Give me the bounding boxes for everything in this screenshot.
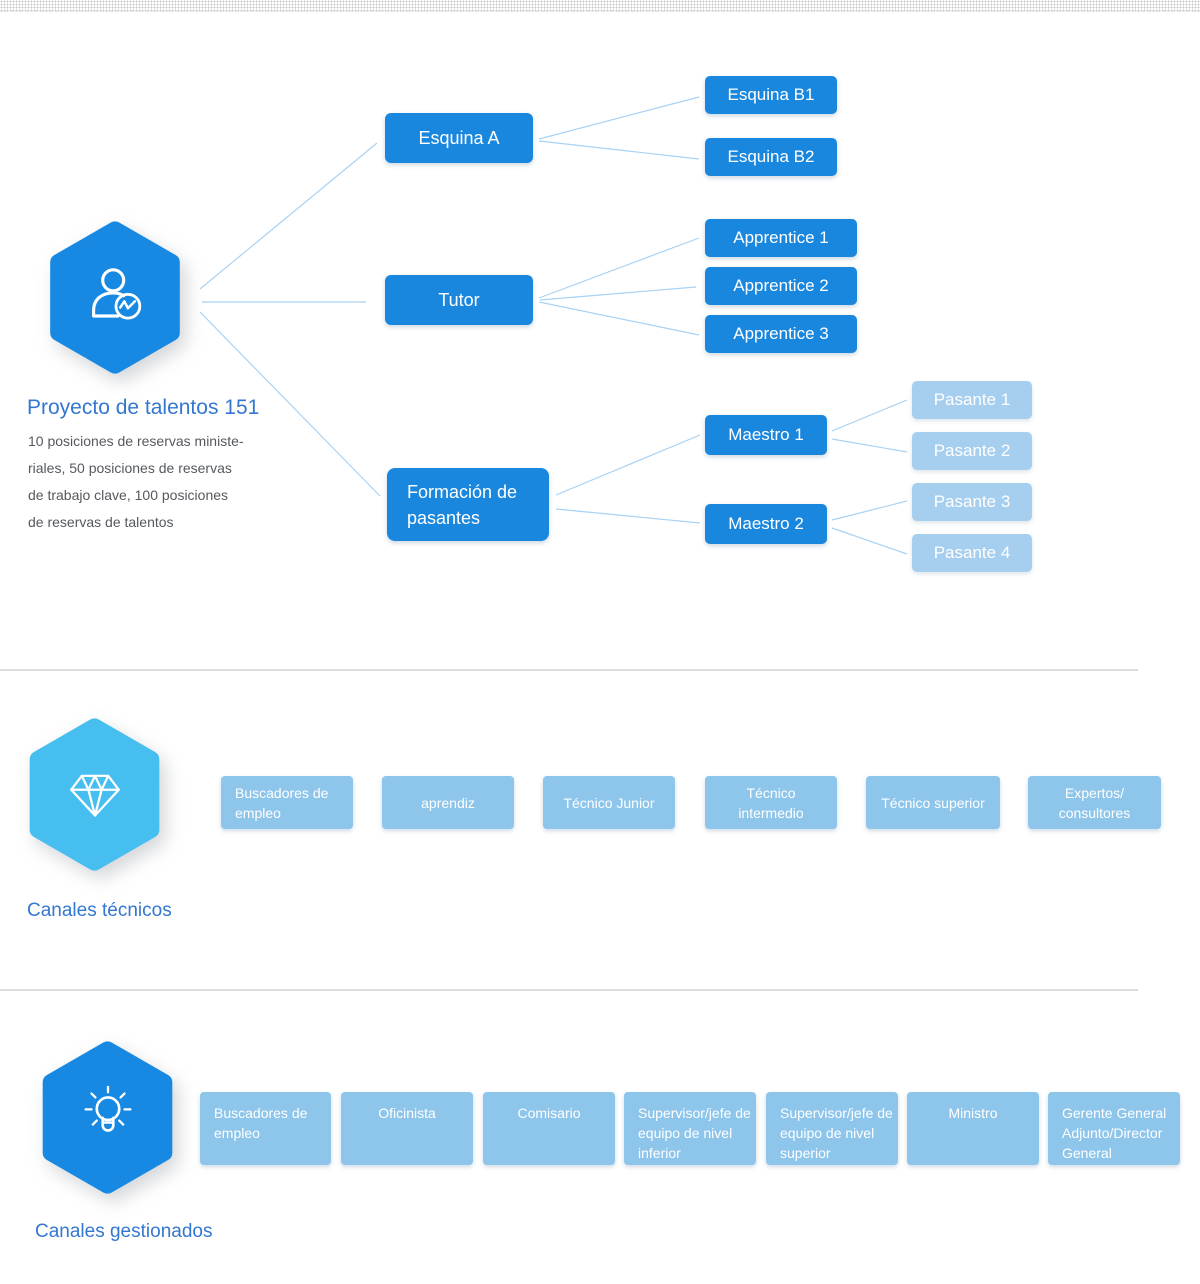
- diamond-icon: [70, 774, 120, 817]
- node-apprentice-2: Apprentice 2: [705, 267, 857, 305]
- node-pasante-3: Pasante 3: [912, 483, 1032, 521]
- node-formacion-pasantes: Formación de pasantes: [387, 468, 549, 541]
- section-divider: [0, 989, 1138, 991]
- managed-channel-item: Comisario: [483, 1092, 615, 1165]
- description-line: riales, 50 posiciones de reservas: [28, 460, 232, 476]
- managed-channel-item: Gerente General Adjunto/Director General: [1048, 1092, 1180, 1165]
- node-apprentice-1: Apprentice 1: [705, 219, 857, 257]
- managed-channel-item: Ministro: [907, 1092, 1039, 1165]
- technical-channel-item: Buscadores de empleo: [221, 776, 353, 829]
- node-tutor: Tutor: [385, 275, 533, 325]
- managed-channel-item: Oficinista: [341, 1092, 473, 1165]
- technical-channels-label: Canales técnicos: [27, 900, 172, 921]
- talent-hexagon: [43, 220, 187, 375]
- section-divider: [0, 669, 1138, 671]
- managed-hexagon: [35, 1040, 180, 1195]
- description-line: de trabajo clave, 100 posiciones: [28, 487, 229, 503]
- node-esquina-b1: Esquina B1: [705, 76, 837, 114]
- node-maestro-1: Maestro 1: [705, 415, 827, 455]
- managed-channel-item: Buscadores de empleo: [200, 1092, 331, 1165]
- managed-channels-label: Canales gestionados: [35, 1221, 213, 1242]
- description-line: 10 posiciones de reservas ministe-: [28, 433, 244, 449]
- node-pasante-1: Pasante 1: [912, 381, 1032, 419]
- technical-hexagon: [22, 717, 167, 872]
- description-line: de reservas de talentos: [28, 514, 174, 530]
- project-description: 10 posiciones de reservas ministe- riale…: [28, 428, 244, 536]
- top-texture-strip: [0, 0, 1200, 12]
- technical-channel-item: Técnico intermedio: [705, 776, 837, 829]
- technical-channel-item: aprendiz: [382, 776, 514, 829]
- node-esquina-b2: Esquina B2: [705, 138, 837, 176]
- technical-channel-item: Técnico superior: [866, 776, 1000, 829]
- managed-channel-item: Supervisor/jefe de equipo de nivel super…: [766, 1092, 898, 1165]
- node-apprentice-3: Apprentice 3: [705, 315, 857, 353]
- node-esquina-a: Esquina A: [385, 113, 533, 163]
- user-chart-icon: [92, 268, 142, 320]
- node-pasante-4: Pasante 4: [912, 534, 1032, 572]
- managed-channel-item: Supervisor/jefe de equipo de nivel infer…: [624, 1092, 756, 1165]
- technical-channel-item: Técnico Junior: [543, 776, 675, 829]
- node-maestro-2: Maestro 2: [705, 504, 827, 544]
- node-pasante-2: Pasante 2: [912, 432, 1032, 470]
- project-title: Proyecto de talentos 151: [27, 396, 260, 419]
- technical-channel-item: Expertos/ consultores: [1028, 776, 1161, 829]
- lightbulb-icon: [84, 1085, 132, 1132]
